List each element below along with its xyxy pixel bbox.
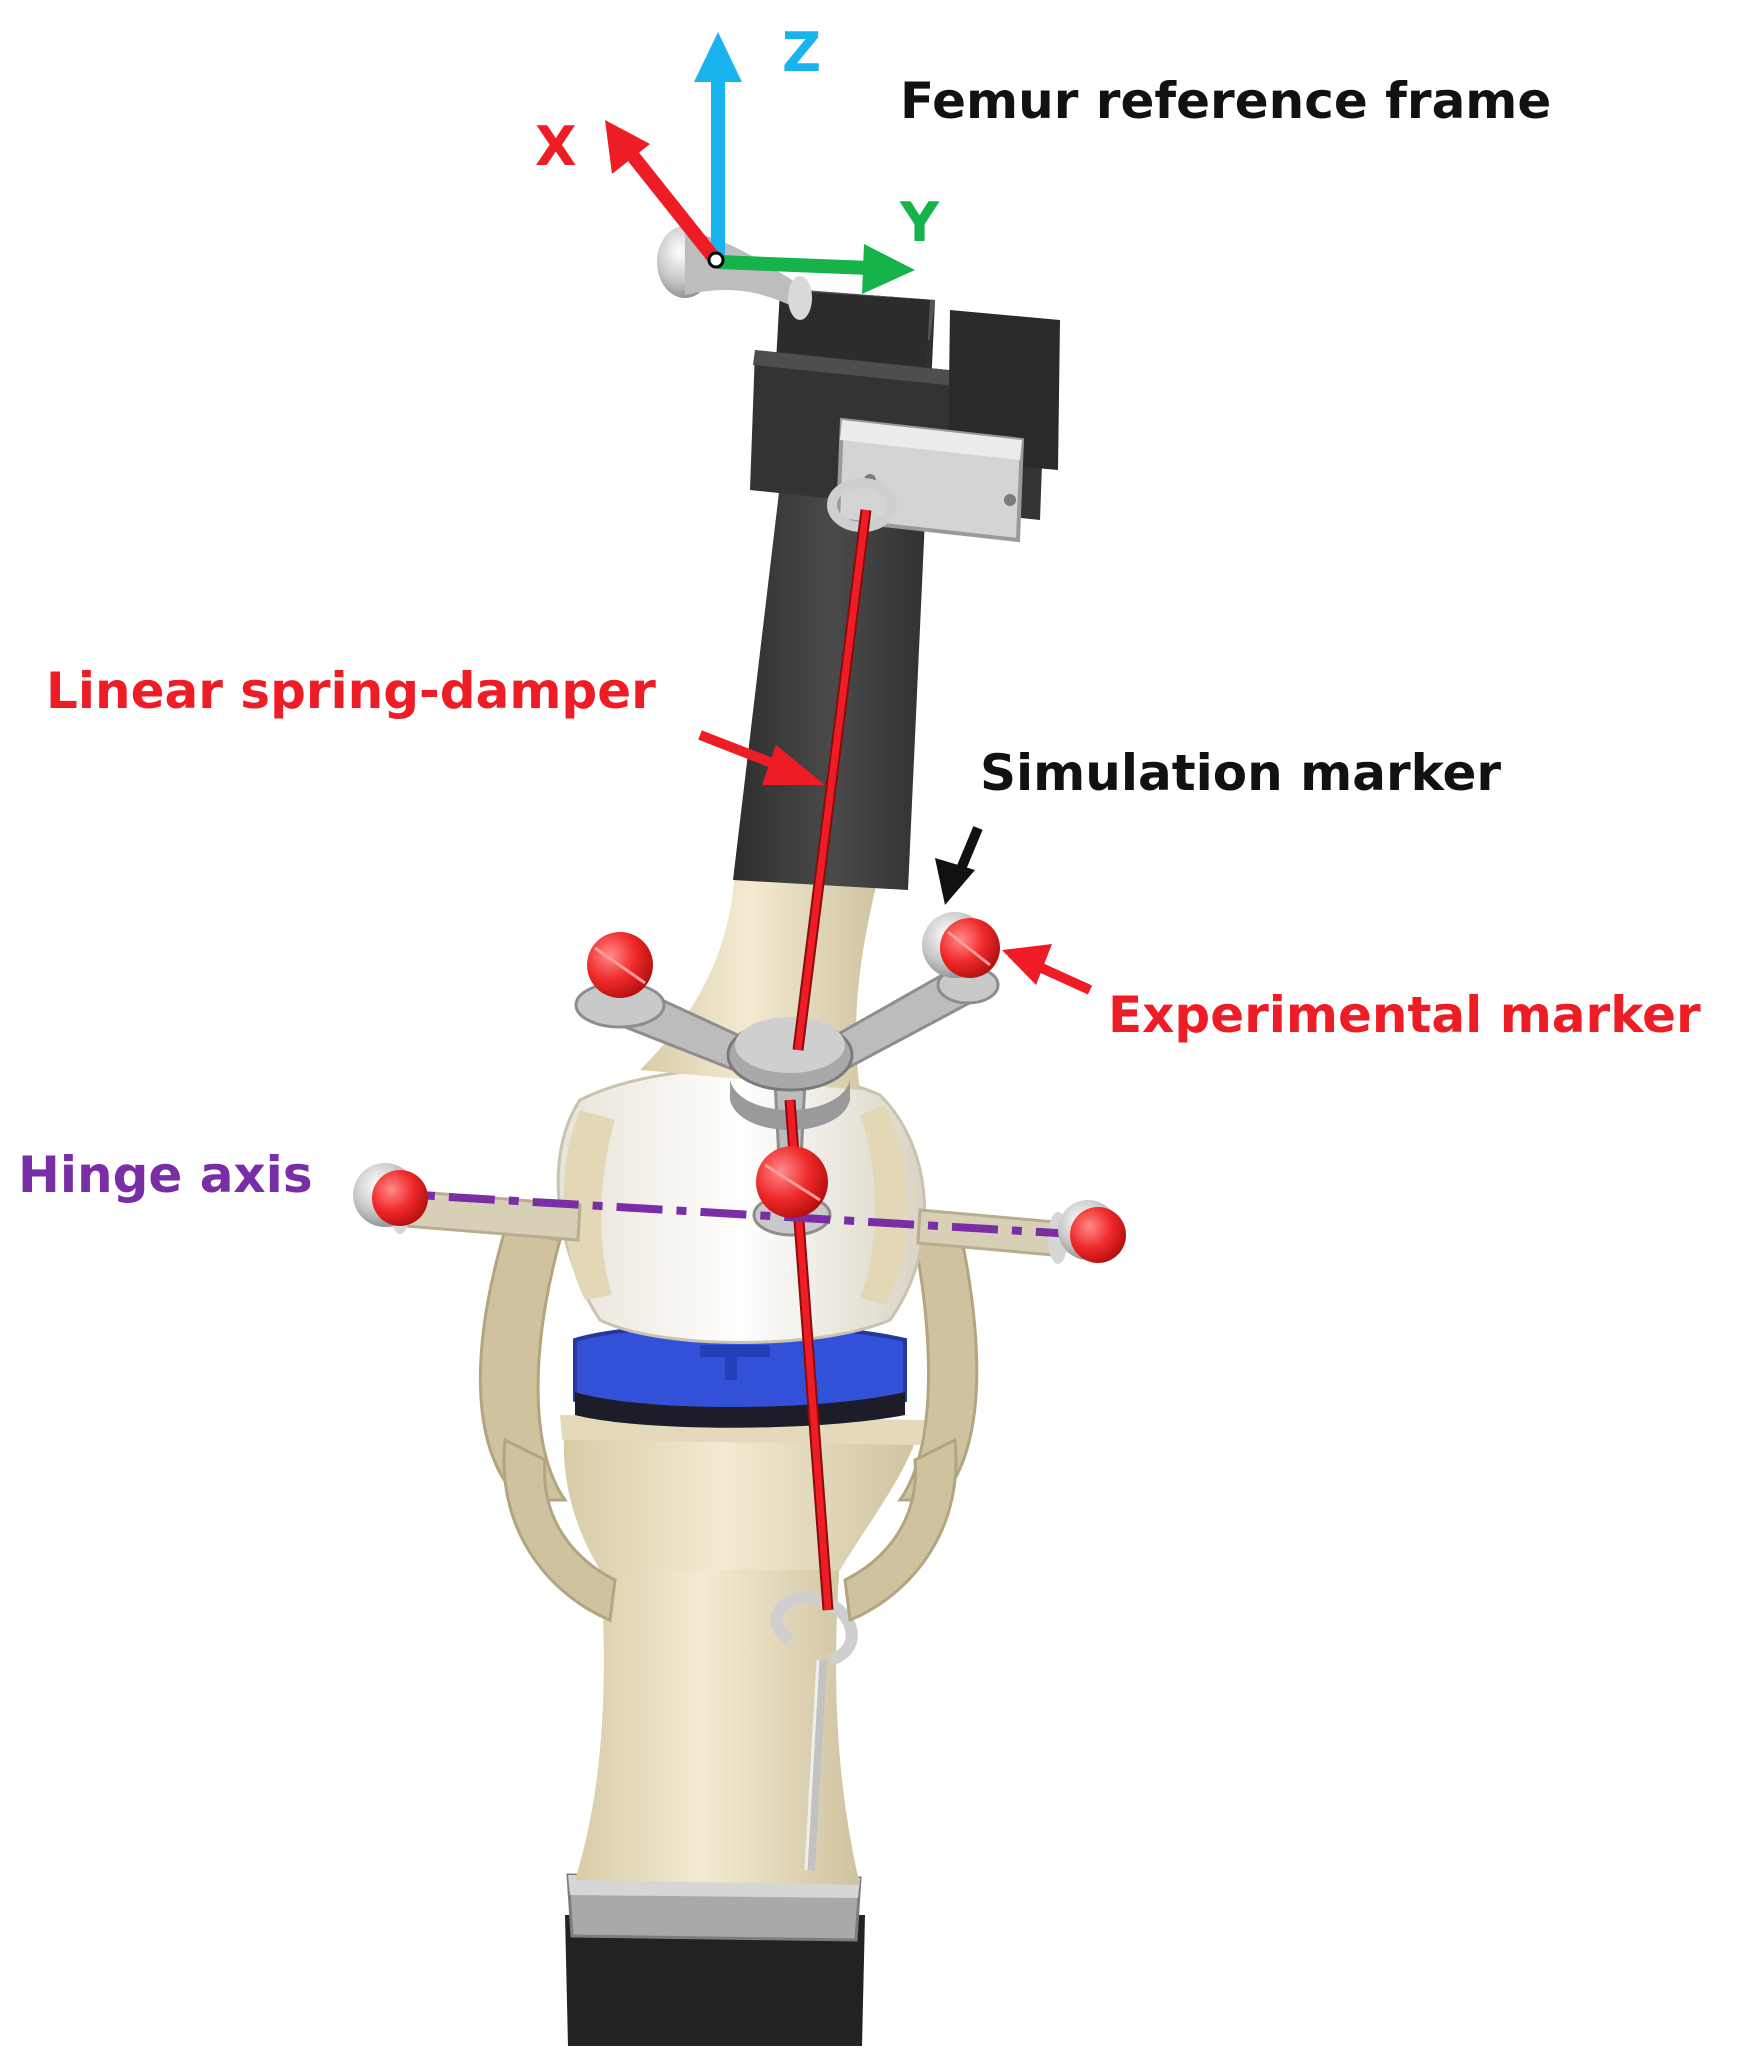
label-experimental-marker: Experimental marker (1108, 986, 1701, 1044)
tibia (560, 1415, 925, 1885)
annotation-arrows (698, 730, 1093, 995)
marker-center (756, 1146, 828, 1218)
label-hinge-axis: Hinge axis (18, 1146, 313, 1204)
y-axis-head (862, 244, 915, 294)
origin-dot (707, 251, 725, 269)
exp-marker-arrow (1032, 960, 1093, 995)
x-axis-arrow (626, 150, 720, 263)
label-simulation-marker: Simulation marker (980, 744, 1502, 802)
axis-label-y: Y (900, 191, 940, 254)
axis-label-x: X (535, 115, 577, 178)
x-axis-head (605, 120, 650, 174)
z-axis-head (694, 32, 742, 82)
tibial-insert (573, 1323, 907, 1428)
y-axis-arrow (717, 255, 871, 275)
distal-fixture (565, 1873, 865, 2046)
tibia-hook (770, 1592, 858, 1871)
axes-triad (605, 32, 915, 294)
marker-hinge-left (353, 1163, 428, 1227)
hinge-axis-line (364, 1188, 1091, 1239)
femoral-component (556, 1067, 927, 1344)
marker-top-right (922, 912, 1000, 978)
hinge-brackets (478, 1228, 979, 1623)
label-linear-spring-damper: Linear spring-damper (46, 662, 656, 720)
markers (353, 912, 1126, 1263)
title-femur-reference-frame: Femur reference frame (900, 72, 1552, 130)
marker-hinge-right (1058, 1200, 1126, 1263)
axis-label-z: Z (782, 21, 822, 84)
marker-top-left (587, 932, 653, 998)
